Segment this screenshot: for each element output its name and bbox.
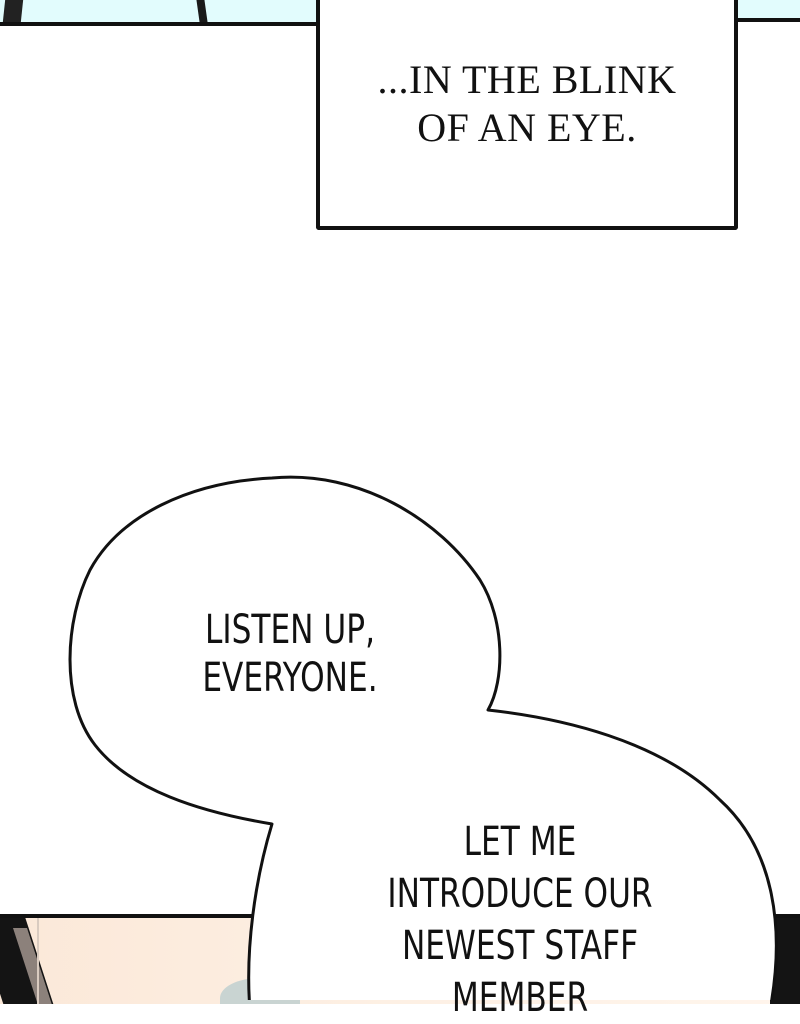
- speech-line: INTRODUCE OUR: [387, 871, 653, 917]
- speech-line: LET ME: [463, 819, 577, 865]
- caption-line: OF AN EYE.: [417, 105, 637, 150]
- speech-line: EVERYONE.: [202, 655, 378, 701]
- speech-line: MEMBER: [451, 975, 589, 1021]
- top-left-panel: [0, 0, 318, 26]
- caption-box: ...IN THE BLINK OF AN EYE.: [316, 0, 738, 230]
- speech-line: LISTEN UP,: [205, 607, 375, 653]
- speech-bubble-1: [68, 475, 778, 1000]
- caption-text: ...IN THE BLINK OF AN EYE.: [320, 56, 734, 152]
- top-right-panel: [734, 0, 800, 22]
- caption-line: ...IN THE BLINK: [377, 57, 677, 102]
- speech-text-2: LET ME INTRODUCE OUR NEWEST STAFF MEMBER: [372, 816, 668, 1024]
- door-frame: [37, 918, 39, 1004]
- speech-line: NEWEST STAFF: [401, 923, 639, 969]
- speech-text-1: LISTEN UP, EVERYONE.: [173, 606, 407, 702]
- speech-bubble-shapes: [68, 475, 778, 1000]
